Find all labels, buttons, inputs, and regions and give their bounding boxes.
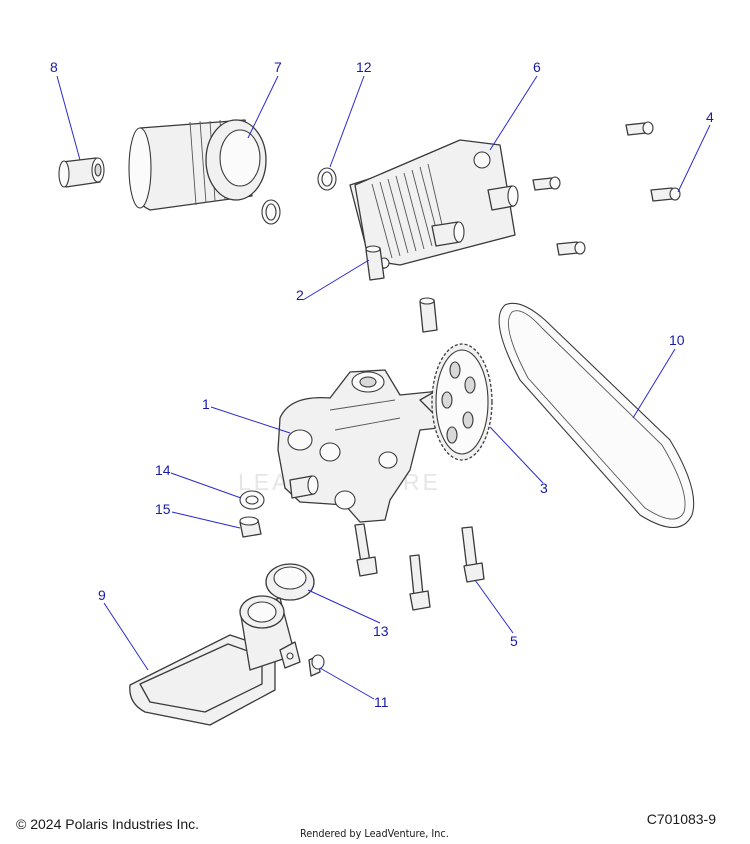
filter-nipple-part: [58, 157, 105, 188]
plug-part: [239, 516, 262, 538]
callout-8[interactable]: 8: [50, 59, 58, 75]
leader-lines: [56, 75, 711, 700]
callout-1[interactable]: 1: [202, 396, 210, 412]
callout-5[interactable]: 5: [510, 633, 518, 649]
o-ring-part-inner: [321, 171, 333, 187]
drawing-number: C701083-9: [646, 811, 716, 827]
pump-bolts: [354, 523, 485, 611]
callout-13[interactable]: 13: [373, 623, 389, 639]
callout-14[interactable]: 14: [155, 462, 171, 478]
callout-labels: 8 7 12 6 4 2 10 1 14 3 15 9 13 5 11: [50, 59, 714, 710]
callout-3[interactable]: 3: [540, 480, 548, 496]
oil-filter-part: [128, 119, 267, 211]
filter-o-ring-part-inner: [265, 203, 277, 221]
washer-part: [239, 490, 265, 510]
pump-sprocket-part: [431, 343, 493, 461]
cooler-screws: [532, 121, 681, 256]
callout-11[interactable]: 11: [374, 694, 389, 710]
callout-15[interactable]: 15: [155, 501, 171, 517]
callout-2[interactable]: 2: [296, 287, 304, 303]
oil-cooler-part: [349, 139, 519, 271]
drive-chain-part: [498, 302, 695, 528]
callout-12[interactable]: 12: [356, 59, 372, 75]
callout-9[interactable]: 9: [98, 587, 106, 603]
copyright-text: © 2024 Polaris Industries Inc.: [16, 816, 200, 832]
callout-6[interactable]: 6: [533, 59, 541, 75]
dowel-pins: [365, 245, 438, 333]
pickup-screw-part: [308, 654, 325, 677]
callout-10[interactable]: 10: [669, 332, 685, 348]
rendered-by-text: Rendered by LeadVenture, Inc.: [300, 827, 449, 840]
oil-pickup-part: [129, 595, 301, 726]
callout-7[interactable]: 7: [274, 59, 282, 75]
callout-4[interactable]: 4: [706, 109, 714, 125]
pickup-seal-part: [265, 563, 315, 601]
